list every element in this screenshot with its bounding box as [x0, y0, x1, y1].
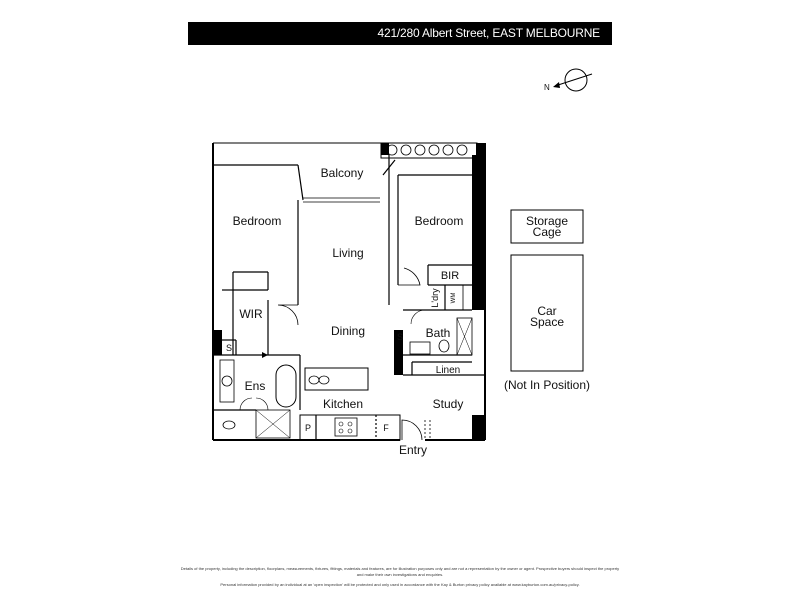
bedroom-right-label: Bedroom [415, 214, 464, 228]
internal-walls [213, 155, 485, 441]
compass-north-label: N [544, 83, 550, 92]
linen-label: Linen [436, 365, 460, 376]
study-label: Study [433, 397, 464, 411]
disclaimer-line-1: Details of the property, including the d… [180, 566, 620, 577]
wir-label: WIR [239, 307, 263, 321]
storage-label-line2: Cage [533, 225, 562, 239]
outer-walls [212, 142, 486, 441]
car-space [510, 254, 584, 372]
compass-icon [553, 68, 593, 92]
storage-label-line1: Storage [526, 214, 568, 228]
wm-label: WM [451, 293, 457, 304]
structural-columns [213, 143, 485, 440]
balcony-label: Balcony [321, 166, 364, 180]
bir-label: BIR [441, 270, 459, 282]
ens-label: Ens [245, 379, 266, 393]
kitchen-label: Kitchen [323, 397, 363, 411]
car-note-label: (Not In Position) [504, 378, 590, 392]
bath-label: Bath [426, 326, 451, 340]
s-left-label: S [226, 343, 232, 353]
disclaimer-line-2: Personal information provided by an indi… [220, 582, 580, 587]
living-label: Living [332, 246, 363, 260]
storage-cage [510, 209, 584, 244]
fridge-label: F [383, 423, 389, 433]
car-label-line1: Car [537, 304, 556, 318]
balcony-planters [380, 142, 478, 159]
bedroom-left-label: Bedroom [233, 214, 282, 228]
s-right-label: S [397, 332, 403, 342]
entry-label: Entry [399, 443, 427, 457]
ldry-label: L'dry [430, 288, 440, 308]
dining-label: Dining [331, 324, 365, 338]
property-address: 421/280 Albert Street, EAST MELBOURNE [377, 26, 601, 40]
pantry-label: P [305, 423, 311, 433]
car-label-line2: Space [530, 315, 564, 329]
header-bar: 421/280 Albert Street, EAST MELBOURNE [188, 22, 612, 45]
